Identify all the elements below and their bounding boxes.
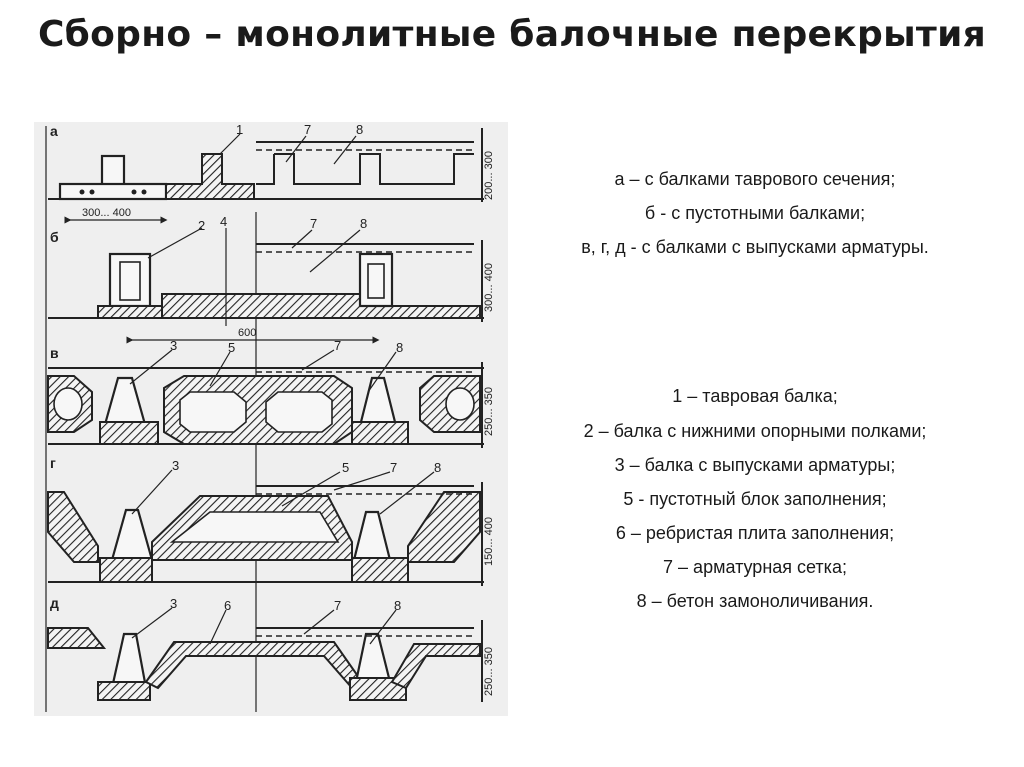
- svg-text:250... 350: 250... 350: [483, 387, 495, 436]
- section-b: б 2 4 7 8 300... 400 600: [48, 214, 495, 344]
- row-letter-c: в: [50, 345, 59, 361]
- svg-text:8: 8: [360, 216, 367, 231]
- row-letter-b: б: [50, 229, 59, 245]
- variants-legend: а – с балками таврового сечения; б - с п…: [545, 162, 965, 260]
- svg-text:7: 7: [310, 216, 317, 231]
- section-d: г 3 5 7 8 150... 400: [47, 455, 495, 586]
- section-e: д 3 6 7 8 250... 350: [47, 595, 495, 702]
- svg-text:8: 8: [394, 598, 401, 613]
- variant-b-text: б - с пустотными балками;: [644, 203, 866, 223]
- svg-text:8: 8: [396, 340, 403, 355]
- svg-text:7: 7: [334, 338, 341, 353]
- floor-sections-drawing: .ln { stroke:#222; stroke-width:2; fill:…: [34, 122, 508, 716]
- svg-text:5: 5: [228, 340, 235, 355]
- svg-text:250... 350: 250... 350: [483, 647, 495, 696]
- row-letter-e: д: [50, 595, 59, 611]
- component-3-text: 3 – балка с выпусками арматуры;: [614, 455, 896, 475]
- svg-text:150... 400: 150... 400: [483, 517, 495, 566]
- svg-text:8: 8: [434, 460, 441, 475]
- component-2-text: 2 – балка с нижними опорными полками;: [583, 421, 927, 441]
- components-legend: 1 – тавровая балка; 2 – балка с нижними …: [545, 379, 965, 618]
- svg-text:8: 8: [356, 122, 363, 137]
- section-a: а 1 7 8 200... 300 300... 400: [48, 122, 495, 224]
- svg-text:6: 6: [224, 598, 231, 613]
- svg-text:3: 3: [170, 596, 177, 611]
- svg-text:7: 7: [334, 598, 341, 613]
- svg-text:200... 300: 200... 300: [483, 151, 495, 200]
- svg-text:600: 600: [238, 327, 256, 339]
- component-6-text: 6 – ребристая плита заполнения;: [615, 523, 895, 543]
- svg-text:3: 3: [170, 338, 177, 353]
- row-letter-d: г: [50, 455, 56, 471]
- variant-cde-text: в, г, д - с балками с выпусками арматуры…: [581, 237, 929, 257]
- svg-text:300... 400: 300... 400: [82, 207, 131, 219]
- svg-text:7: 7: [304, 122, 311, 137]
- svg-text:4: 4: [220, 214, 227, 229]
- component-7-text: 7 – арматурная сетка;: [663, 557, 847, 577]
- svg-text:1: 1: [236, 122, 243, 137]
- component-8-text: 8 – бетон замоноличивания.: [636, 591, 874, 611]
- variant-a-text: а – с балками таврового сечения;: [614, 169, 896, 189]
- svg-text:7: 7: [390, 460, 397, 475]
- section-c: в 3 5 7 8 250... 350: [47, 338, 495, 448]
- slide-title: Сборно – монолитные балочные перекрытия: [37, 14, 987, 55]
- svg-text:300... 400: 300... 400: [483, 263, 495, 312]
- component-5-text: 5 - пустотный блок заполнения;: [623, 489, 887, 509]
- svg-text:2: 2: [198, 218, 205, 233]
- component-1-text: 1 – тавровая балка;: [672, 386, 838, 406]
- row-letter-a: а: [50, 123, 58, 139]
- svg-text:3: 3: [172, 458, 179, 473]
- svg-text:5: 5: [342, 460, 349, 475]
